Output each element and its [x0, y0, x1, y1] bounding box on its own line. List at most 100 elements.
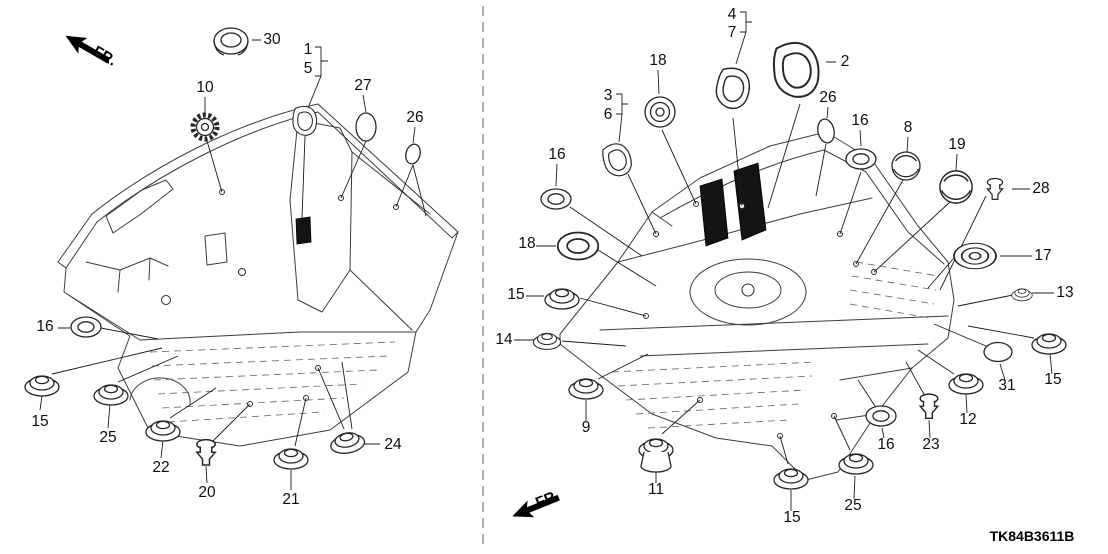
clip-20-icon — [196, 438, 216, 466]
right-crossmembers — [599, 315, 949, 421]
grommet-10-icon — [193, 115, 217, 139]
grommet-18-top-icon — [644, 96, 676, 128]
callout-22: 22 — [152, 459, 169, 476]
plug-8-icon — [891, 151, 921, 181]
callout-16-right-b: 16 — [548, 146, 565, 163]
seal-2-icon — [770, 39, 823, 101]
callout-25-right: 25 — [844, 497, 861, 514]
left-roof-rail — [91, 103, 459, 239]
callout-10: 10 — [196, 79, 214, 96]
grommet-15-left-icon — [24, 375, 60, 397]
callout-1: 1 — [304, 41, 313, 58]
right-leader-lines — [514, 11, 1054, 511]
callout-2: 2 — [841, 53, 850, 70]
callout-18-side: 18 — [518, 235, 535, 252]
callout-15-right-b: 15 — [1044, 371, 1061, 388]
fr-indicator-left: FR. — [65, 35, 119, 70]
callout-7: 7 — [728, 24, 737, 41]
installed-seal-right-a — [699, 178, 729, 247]
plug-26-right-icon — [817, 118, 835, 144]
grommet-15-right-a-icon — [544, 288, 580, 310]
callout-9: 9 — [582, 419, 591, 436]
grommet-13-icon — [1011, 288, 1033, 302]
callout-13: 13 — [1056, 284, 1073, 301]
grommet-15-right-b-icon — [1031, 333, 1067, 355]
left-cowl-lines — [85, 257, 169, 293]
callout-19: 19 — [948, 136, 965, 153]
plug-31-icon — [983, 341, 1013, 363]
clip-23-icon — [919, 393, 939, 420]
grommet-16-right-c-icon — [865, 405, 897, 427]
seal-3-6-icon — [599, 139, 636, 181]
grommet-16-right-a-icon — [845, 148, 877, 170]
right-body-drawing — [559, 131, 955, 481]
callout-4: 4 — [728, 6, 737, 23]
callout-21: 21 — [282, 491, 299, 508]
right-floor-corrugations — [611, 261, 939, 429]
callout-31: 31 — [998, 377, 1015, 394]
left-leader-lines — [39, 39, 427, 490]
callout-25-left: 25 — [99, 429, 116, 446]
left-floor-hole-2 — [238, 268, 246, 276]
callout-24: 24 — [384, 436, 402, 453]
fr-label-left: FR. — [90, 43, 119, 70]
callout-20: 20 — [198, 484, 216, 501]
callout-16-left: 16 — [36, 318, 53, 335]
plug-19-icon — [939, 170, 973, 204]
diagram-part-code: TK84B3611B — [990, 528, 1075, 544]
fr-arrow-left-icon — [65, 35, 111, 64]
grommet-18-side-icon — [556, 231, 600, 261]
grommet-14-icon — [532, 332, 562, 350]
callout-14: 14 — [495, 331, 513, 348]
grommet-25-right-icon — [838, 453, 874, 475]
grommet-22-icon — [145, 420, 181, 442]
fr-label-right: FR. — [533, 487, 562, 512]
seal-4-7-icon — [712, 65, 754, 112]
callout-16-right-a: 16 — [851, 112, 868, 129]
left-wheel-arch — [129, 232, 228, 405]
spare-tire-well-outer — [689, 258, 807, 326]
plug-26-left-icon — [405, 143, 421, 165]
callout-26-left: 26 — [406, 109, 423, 126]
callout-27: 27 — [354, 77, 371, 94]
callout-30: 30 — [263, 31, 281, 48]
callout-3: 3 — [604, 87, 613, 104]
grommet-11-icon — [638, 438, 674, 473]
grommet-16-left-icon — [70, 316, 102, 338]
callout-15-left: 15 — [31, 413, 48, 430]
fr-indicator-right: FR. — [512, 487, 562, 518]
cap-30-icon — [213, 27, 249, 56]
installed-seal-left — [295, 216, 312, 245]
callout-15-right-c: 15 — [783, 509, 800, 526]
right-floor-silhouette — [559, 131, 955, 481]
callout-23: 23 — [922, 436, 939, 453]
plug-27-icon — [355, 112, 377, 142]
fr-arrow-right-icon — [512, 494, 560, 518]
spare-tire-well-center-hole — [741, 283, 755, 297]
installed-seal-right-b — [733, 162, 767, 241]
grommet-15-right-c-icon — [773, 468, 809, 490]
left-floor-outline — [63, 267, 417, 447]
callout-11: 11 — [648, 481, 664, 498]
callout-15-right-a: 15 — [507, 286, 524, 303]
seal-1-5-icon — [292, 105, 318, 136]
callout-8: 8 — [904, 119, 913, 136]
left-door-opening — [289, 119, 353, 313]
left-body-drawing — [57, 103, 459, 447]
grommet-25-left-icon — [93, 384, 129, 406]
grommet-16-right-b-icon — [540, 188, 572, 210]
callout-5: 5 — [304, 60, 313, 77]
left-windshield-frame — [105, 179, 174, 234]
callout-6: 6 — [604, 106, 613, 123]
grommet-21-icon — [273, 448, 309, 470]
callout-28: 28 — [1032, 180, 1049, 197]
left-b-pillar — [349, 151, 459, 333]
grommet-24-icon — [328, 429, 367, 457]
callout-12: 12 — [959, 411, 976, 428]
callout-26-right: 26 — [819, 89, 836, 106]
grommet-12-icon — [948, 373, 984, 395]
left-floor-hole — [161, 295, 171, 305]
clip-28-icon — [986, 177, 1004, 200]
